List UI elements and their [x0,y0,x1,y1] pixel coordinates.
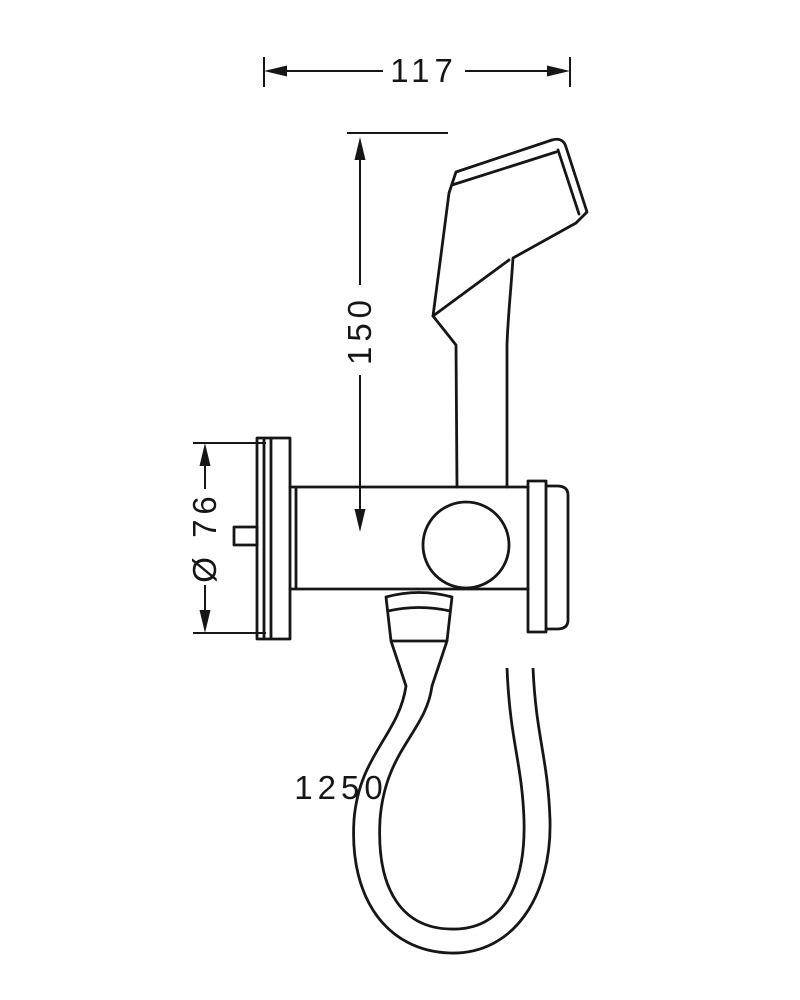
pivot-ball [421,500,511,590]
dimension-width-label: 117 [390,52,458,89]
sprayer-head [431,137,589,489]
dimension-plate-diameter-label: Ø 76 [186,491,223,583]
dimension-plate-diameter-lines [193,442,266,634]
wall-plate-screw [232,525,259,547]
hose-connector [384,591,454,688]
arrowhead-right-icon [547,65,570,77]
hose-connector-outline [384,591,454,688]
hose-length-label: 1250 [294,769,387,806]
wall-plate-outline [255,436,292,641]
dimension-plate-diameter: Ø 76 [186,442,266,634]
hose-outer-edge [352,667,552,955]
hose-inner-edge [378,667,526,931]
arrowhead-down-icon [199,610,211,633]
valve-body [288,485,530,591]
holder-bracket [526,479,570,634]
dimension-width: 117 [263,52,571,89]
wall-plate [232,436,292,641]
arrowhead-up-icon [354,137,366,160]
hose [352,667,552,955]
arrowhead-up-icon [199,443,211,466]
arrowhead-down-icon [354,509,366,532]
arrowhead-left-icon [264,65,287,77]
sprayer-head-outline [431,137,589,489]
dimension-width-lines [263,57,571,87]
dimension-height: 150 [341,132,448,532]
dimension-height-label: 150 [341,295,378,365]
sprayer-head-details [431,148,581,318]
